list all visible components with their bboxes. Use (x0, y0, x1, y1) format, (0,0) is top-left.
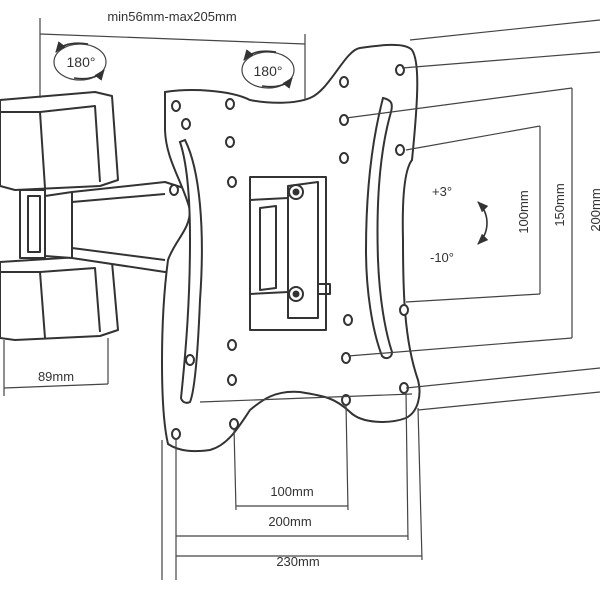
mounting-hole (395, 144, 405, 156)
center-bracket-lug (318, 283, 331, 295)
mounting-hole (181, 118, 191, 130)
horizontal-dimension-100-label: 100mm (270, 484, 313, 499)
center-bracket-frame (287, 181, 319, 319)
horizontal-extension (405, 391, 409, 541)
vertical-extension (345, 87, 573, 119)
depth-dimension-label: min56mm-max205mm (107, 9, 236, 24)
vertical-extension (409, 19, 600, 41)
mounting-hole (339, 152, 349, 164)
swivel-indicator-right: 180° (241, 49, 295, 89)
vertical-extension (405, 293, 541, 303)
left-slot (178, 138, 203, 404)
mounting-hole (185, 354, 195, 366)
vertical-extension (401, 51, 600, 69)
tilt-indicator: +3° -10° (430, 184, 489, 265)
swivel-left-label: 180° (67, 54, 96, 70)
mounting-hole (343, 314, 353, 326)
swivel-right-arrow-return (261, 77, 293, 89)
wall-plate-lower-face (39, 267, 101, 333)
mounting-hole (395, 64, 405, 76)
wall-plate-width-dimension (3, 338, 109, 396)
wall-plate (0, 91, 119, 341)
vertical-dimension-150-label: 150mm (552, 183, 567, 226)
mounting-hole (339, 76, 349, 88)
wall-plate-upper-block (0, 91, 119, 191)
tilt-down-label: -10° (430, 250, 454, 265)
horizontal-extension (345, 403, 349, 511)
mounting-hole (227, 176, 237, 188)
mounting-hole (171, 100, 181, 112)
tilt-arrow (477, 201, 489, 245)
mounting-hole (399, 304, 409, 316)
mounting-hole (341, 352, 351, 364)
mounting-hole (225, 98, 235, 110)
depth-dimension-line (39, 33, 306, 45)
vertical-dimension-200-label: 200mm (588, 188, 600, 231)
bolt-bottom-center (292, 290, 300, 298)
horizontal-dimensions (161, 391, 423, 580)
vertical-dimension-100-label: 100mm (516, 190, 531, 233)
wall-plate-upper-face (39, 105, 101, 183)
depth-dimension (39, 18, 306, 100)
mounting-hole (339, 114, 349, 126)
vertical-extension (347, 337, 573, 357)
wall-plate-hinge (19, 189, 46, 259)
vertical-dimensions (199, 19, 600, 411)
mounting-hole (169, 184, 179, 196)
vertical-extension (405, 367, 600, 389)
horizontal-extension (417, 407, 423, 561)
wall-plate-width-label: 89mm (38, 369, 74, 384)
horizontal-dimension-200-label: 200mm (268, 514, 311, 529)
mounting-hole (171, 428, 181, 440)
horizontal-extension (233, 427, 237, 511)
swivel-right-arrow (243, 49, 277, 61)
wall-plate-upper-edge (0, 111, 46, 189)
wall-plate-lower-edge (0, 271, 46, 339)
horizontal-dimension-230-label: 230mm (276, 554, 319, 569)
swivel-right-label: 180° (254, 63, 283, 79)
swivel-left-arrow (55, 41, 89, 53)
vertical-extension (417, 391, 600, 411)
swing-arm-low-line (71, 247, 166, 261)
vertical-extension (405, 125, 541, 151)
swing-arm (44, 181, 191, 273)
center-bracket (249, 176, 331, 331)
mounting-hole (227, 339, 237, 351)
mounting-hole (225, 136, 235, 148)
center-bracket-inner (259, 205, 277, 291)
wall-plate-width-line (3, 383, 109, 389)
mounting-hole (227, 374, 237, 386)
swivel-indicator-left: 180° (53, 41, 107, 81)
vertical-extension (199, 393, 413, 403)
swivel-left-arrow-return (73, 69, 105, 81)
plate-holes (169, 64, 409, 440)
tilt-up-label: +3° (432, 184, 452, 199)
mounting-hole (229, 418, 239, 430)
wall-plate-hinge-inner (27, 195, 41, 253)
tv-mounting-plate (161, 43, 421, 453)
bolt-top-center (292, 188, 300, 196)
swing-arm-mid-line (71, 193, 166, 203)
